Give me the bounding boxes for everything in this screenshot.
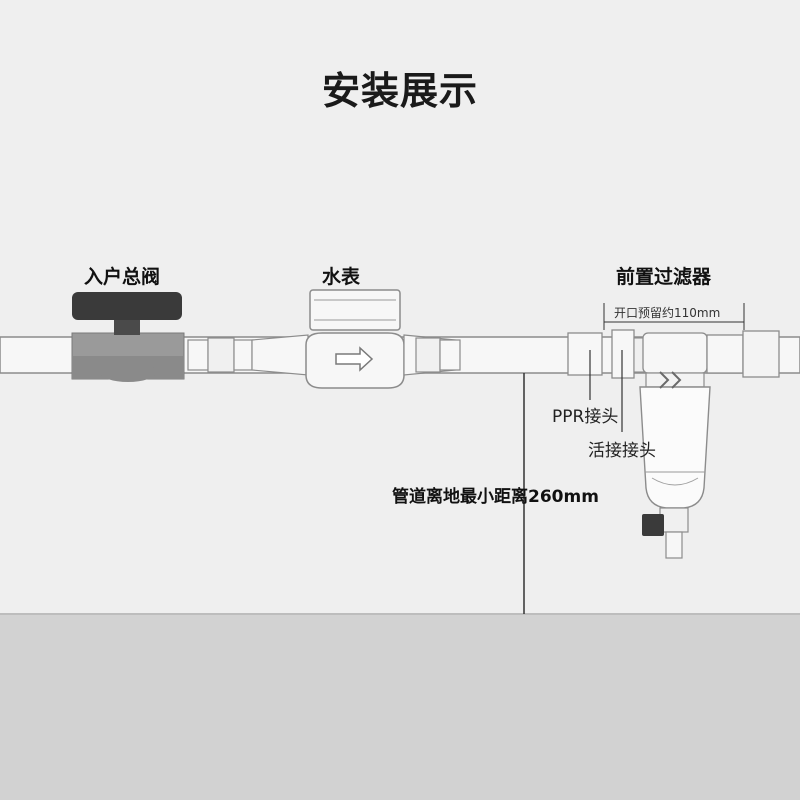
union-joint-part	[611, 329, 635, 379]
meter-left-taper	[251, 334, 309, 376]
union-joint-label: 活接接头	[588, 441, 656, 461]
filter-head	[642, 332, 708, 374]
prefilter-label: 前置过滤器	[616, 266, 712, 288]
drain-nut	[659, 507, 689, 533]
main-valve	[71, 292, 185, 382]
meter-right-coupling	[415, 337, 461, 373]
valve-handle	[72, 292, 182, 320]
ppr-joint-part	[567, 332, 603, 376]
double-chevron-icon	[659, 371, 682, 389]
floor-distance-label: 管道离地最小距离260mm	[392, 487, 599, 507]
water-meter	[305, 289, 405, 389]
drain-nozzle	[665, 531, 683, 559]
valve-bulge	[100, 362, 156, 382]
meter-top-cap	[309, 289, 401, 331]
opening-reserve-dimension	[603, 303, 745, 330]
arrow-right-icon	[335, 346, 374, 372]
page-title: 安装展示	[321, 69, 478, 113]
opening-reserve-label: 开口预留约110mm	[614, 306, 721, 320]
prefilter-assembly	[567, 329, 780, 559]
valve-stem	[114, 318, 140, 335]
drain-handle	[642, 514, 664, 536]
ppr-joint-label: PPR接头	[552, 407, 619, 427]
floor	[0, 614, 800, 800]
main-valve-label: 入户总阀	[84, 266, 161, 288]
meter-left-coupling	[187, 337, 253, 373]
water-meter-label: 水表	[322, 266, 361, 288]
